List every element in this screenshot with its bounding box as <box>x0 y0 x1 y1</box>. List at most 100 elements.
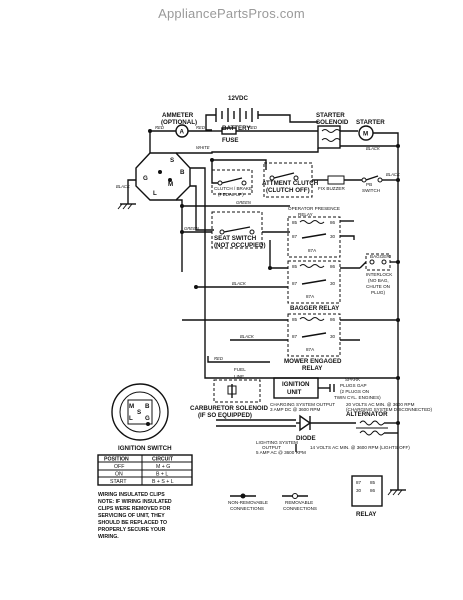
diode: DIODE <box>296 414 316 442</box>
fuel-line: FUEL LINE <box>213 367 261 403</box>
svg-text:SOLENOID: SOLENOID <box>316 119 349 126</box>
charging-output: CHARGING SYSTEM OUTPUT 3 AMP DC @ 3600 R… <box>270 402 432 412</box>
svg-text:CARBURETOR SOLENOID: CARBURETOR SOLENOID <box>190 405 268 412</box>
svg-text:OFF: OFF <box>114 464 124 470</box>
svg-text:BLACK: BLACK <box>232 281 246 286</box>
svg-text:30: 30 <box>330 281 336 286</box>
svg-text:L: L <box>129 415 133 422</box>
svg-text:87: 87 <box>292 334 298 339</box>
svg-text:LIGHTING SYSTEM: LIGHTING SYSTEM <box>256 440 298 445</box>
bagger-relay: 85 86 87 30 87A BAGGER RELAY <box>287 260 341 312</box>
svg-text:PLUG): PLUG) <box>371 290 386 295</box>
svg-text:WHITE: WHITE <box>196 145 210 150</box>
svg-text:87: 87 <box>292 281 298 286</box>
svg-text:85: 85 <box>370 480 376 485</box>
svg-text:NON-REMOVABLE: NON-REMOVABLE <box>228 500 268 505</box>
svg-text:30: 30 <box>330 234 336 239</box>
svg-text:SERVICING OF UNIT, THEY: SERVICING OF UNIT, THEY <box>98 513 165 519</box>
alternator: ALTERNATOR <box>346 411 388 436</box>
svg-text:S: S <box>170 157 174 164</box>
lighting-output: LIGHTING SYSTEM OUTPUT 5 AMP AC @ 3600 R… <box>256 440 410 455</box>
svg-text:M: M <box>129 403 134 410</box>
starter-solenoid: STARTER SOLENOID <box>316 112 349 149</box>
attment-clutch-switch: ATTMENT CLUTCH (CLUTCH OFF) <box>262 162 319 198</box>
operator-presence-relay: OPERATOR PRESENCE RELAY 85 86 87 30 87A <box>287 206 341 258</box>
svg-text:PROPERLY SECURE YOUR: PROPERLY SECURE YOUR <box>98 527 166 533</box>
svg-text:RED: RED <box>248 125 257 130</box>
starter-motor: STARTER M <box>356 119 385 141</box>
ignition-switch-symbol: S B M L G <box>135 152 191 201</box>
legend-removable: REMOVABLE CONNECTIONS <box>282 493 317 511</box>
junction-nodes <box>148 129 400 425</box>
svg-text:BATTERY: BATTERY <box>222 125 251 132</box>
bagger-interlock: BAGGER INTERLOCK (NO BAG, CHUTE ON PLUG) <box>365 253 393 295</box>
svg-text:RED: RED <box>214 356 223 361</box>
svg-text:DIODE: DIODE <box>296 435 316 442</box>
svg-text:WIRING.: WIRING. <box>98 534 119 540</box>
svg-text:CHARGING SYSTEM OUTPUT: CHARGING SYSTEM OUTPUT <box>270 402 335 407</box>
svg-text:IGNITION: IGNITION <box>282 381 310 388</box>
svg-text:LINE: LINE <box>234 374 244 379</box>
svg-text:(2 PLUGS ON: (2 PLUGS ON <box>340 389 369 394</box>
ignition-switch-face: M B L G S IGNITION SWITCH <box>111 383 172 452</box>
svg-text:B: B <box>145 403 150 410</box>
svg-text:SHOULD BE REPLACED TO: SHOULD BE REPLACED TO <box>98 520 167 526</box>
svg-text:INTERLOCK: INTERLOCK <box>366 272 393 277</box>
svg-text:MOWER ENGAGED: MOWER ENGAGED <box>284 358 342 365</box>
svg-text:SEAT SWITCH: SEAT SWITCH <box>214 235 257 242</box>
svg-text:M: M <box>168 181 173 188</box>
svg-text:B + L: B + L <box>156 472 168 478</box>
svg-text:SPARK: SPARK <box>345 377 361 382</box>
svg-text:14 VOLTS AC MIN. @ 3600 RPM (L: 14 VOLTS AC MIN. @ 3600 RPM (LIGHTS OFF) <box>310 445 410 450</box>
relay-symbol: 87 30 85 86 RELAY <box>351 475 383 518</box>
svg-text:S: S <box>137 409 141 416</box>
svg-text:UNIT: UNIT <box>287 389 302 396</box>
svg-text:G: G <box>143 175 148 182</box>
svg-text:CHUTE ON: CHUTE ON <box>366 284 390 289</box>
svg-text:FUEL: FUEL <box>234 367 246 372</box>
svg-text:CLUTCH / BRAKE: CLUTCH / BRAKE <box>214 186 252 191</box>
svg-text:CIRCUIT: CIRCUIT <box>152 457 174 463</box>
svg-text:OUTPUT: OUTPUT <box>262 445 281 450</box>
svg-text:L: L <box>153 190 157 197</box>
svg-text:CONNECTIONS: CONNECTIONS <box>283 506 317 511</box>
svg-text:20 VOLTS AC MIN. @ 3600 RPM: 20 VOLTS AC MIN. @ 3600 RPM <box>346 402 415 407</box>
svg-text:85: 85 <box>292 317 298 322</box>
svg-text:GREEN: GREEN <box>236 200 252 205</box>
svg-text:TWIN CYL. ENGINES): TWIN CYL. ENGINES) <box>334 395 381 400</box>
svg-text:FUSE: FUSE <box>222 137 239 144</box>
wiring-note: WIRING INSULATED CLIPS NOTE: IF WIRING I… <box>98 492 172 540</box>
svg-text:(NO BAG,: (NO BAG, <box>368 278 389 283</box>
svg-text:REMOVABLE: REMOVABLE <box>285 500 313 505</box>
svg-text:12VDC: 12VDC <box>228 95 248 102</box>
svg-text:BLACK: BLACK <box>240 334 254 339</box>
svg-text:87A: 87A <box>306 294 315 299</box>
svg-text:OPERATOR PRESENCE: OPERATOR PRESENCE <box>288 206 340 211</box>
svg-text:NOTE: IF WIRING INSULATED: NOTE: IF WIRING INSULATED <box>98 499 172 505</box>
svg-text:AMMETER: AMMETER <box>162 112 194 119</box>
svg-text:M: M <box>363 131 368 138</box>
legend-non-removable: NON-REMOVABLE CONNECTIONS <box>228 493 268 511</box>
svg-text:86: 86 <box>330 264 336 269</box>
svg-text:(CHARGING SYSTEM DISCONNECTED): (CHARGING SYSTEM DISCONNECTED) <box>346 407 432 412</box>
svg-text:BLACK: BLACK <box>116 184 130 189</box>
svg-text:STARTER: STARTER <box>316 112 345 119</box>
svg-text:G: G <box>145 415 150 422</box>
spark-plugs: SPARK PLUGS GAP (2 PLUGS ON TWIN CYL. EN… <box>329 377 381 400</box>
svg-text:3 AMP DC @ 3600 RPM: 3 AMP DC @ 3600 RPM <box>270 407 320 412</box>
svg-text:PB: PB <box>366 182 372 187</box>
carburetor-solenoid: CARBURETOR SOLENOID (IF SO EQUIPPED) <box>190 405 268 419</box>
svg-text:GREEN: GREEN <box>184 226 200 231</box>
pb-switch: PB SWITCH <box>361 175 383 193</box>
svg-text:BLACK: BLACK <box>386 172 400 177</box>
svg-text:85: 85 <box>292 220 298 225</box>
ignition-unit: IGNITION UNIT <box>273 377 319 399</box>
svg-text:A: A <box>180 129 185 136</box>
svg-text:(IF SO EQUIPPED): (IF SO EQUIPPED) <box>198 412 252 419</box>
svg-text:87: 87 <box>356 480 362 485</box>
svg-text:85: 85 <box>292 264 298 269</box>
svg-text:POSITION: POSITION <box>104 457 129 463</box>
svg-text:IGNITION SWITCH: IGNITION SWITCH <box>118 445 172 452</box>
svg-text:30: 30 <box>330 334 336 339</box>
